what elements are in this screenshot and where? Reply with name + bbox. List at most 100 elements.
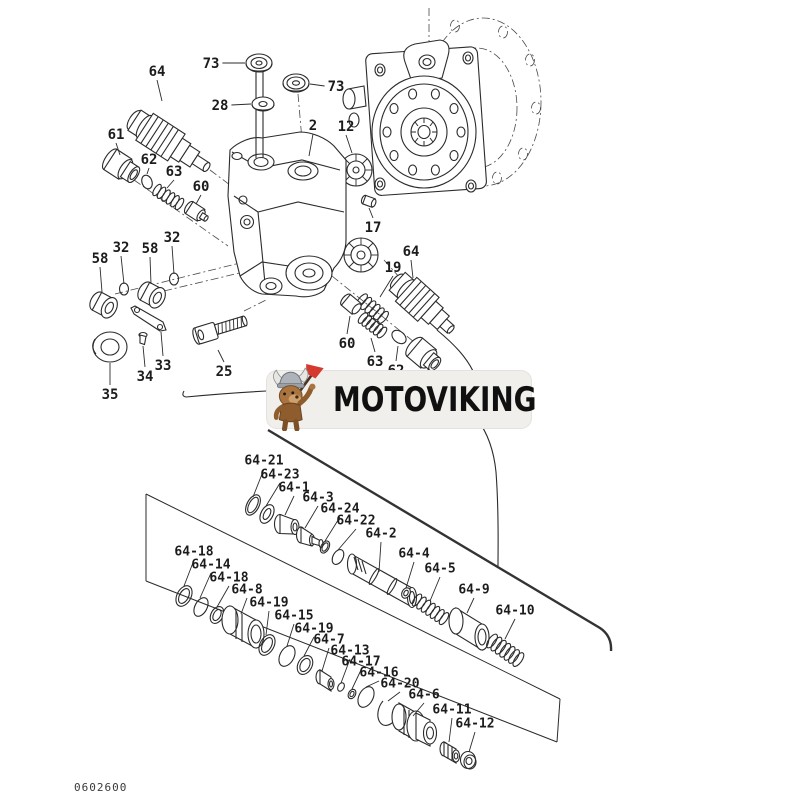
part-callout-label: 64-21 [244,454,283,469]
leader-line [120,255,125,285]
spool-64-2 [346,553,418,609]
leader-line [405,561,415,589]
poppet-60 [183,200,209,222]
detail-parts-upper-row [245,494,525,668]
spring-63 [152,183,185,211]
leader-line [309,83,325,87]
part-callout-label: 64-13 [330,644,369,659]
part-callout-label: 60 [193,179,210,195]
part-callout-label: 64-11 [432,703,471,718]
leader-line [252,468,265,498]
leader-line [115,142,121,156]
document-code: 0602600 [74,781,128,794]
part-callout-label: 64-3 [302,491,333,506]
bushing-64-11 [439,741,461,764]
coupling-64-6 [391,702,438,747]
part-callout-label: 64-4 [398,547,429,562]
leader-line [171,245,175,275]
spring-63b [357,312,388,339]
leader-line [149,256,152,285]
leader-line [504,618,516,640]
leader-line [324,516,341,542]
part-callout-label: 63 [367,354,384,370]
leader-line [240,597,248,615]
part-callout-label: 33 [155,358,172,374]
leader-line [466,597,475,614]
relief-valve-64 [126,109,211,173]
poppet-60b [340,293,362,315]
part-callout-label: 64-18 [209,571,248,586]
gear-12b [343,237,379,273]
leader-line [412,702,425,717]
piston-64-9 [448,607,490,651]
part-callout-label: 64-7 [313,633,344,648]
leader-line [378,541,382,573]
part-callout-label: 19 [385,260,402,276]
part-callout-label: 32 [113,240,130,256]
part-callout-label: 64-14 [191,558,230,573]
part-callout-label: 64-23 [260,468,299,483]
leader-line [286,623,295,647]
hex-plug-61 [101,148,141,184]
leader-line [265,482,281,507]
part-callout-label: 64-9 [458,583,489,598]
leader-line [142,345,146,368]
leader-line [265,610,270,636]
leader-line [99,266,103,293]
detail-parts-lower-row [175,585,477,770]
part-callout-label: 60 [339,336,356,352]
plug-73-right [282,73,310,93]
snap-ring-64-20 [377,700,395,726]
part-callout-label: 64-15 [274,609,313,624]
leader-line [216,585,230,608]
part-callout-label: 12 [338,119,355,135]
leader-line [448,717,453,743]
part-callout-label: 73 [328,79,345,95]
leader-line [321,647,330,672]
bolt-25 [192,315,248,345]
part-callout-label: 2 [309,118,317,134]
part-callout-label: 64-16 [359,666,398,681]
leader-line [365,680,380,688]
part-callout-label: 64-2 [365,527,396,542]
viking-bear-icon [273,364,324,431]
part-callout-label: 64-22 [336,514,375,529]
part-callout-label: 64-5 [424,562,455,577]
valve-block [227,131,347,298]
leader-line [303,636,315,657]
part-callout-label: 58 [92,251,109,267]
cap-73-left [245,53,275,158]
part-callout-label: 34 [137,369,154,385]
leader-line [308,133,314,157]
spring-19 [356,293,389,325]
part-callout-label: 64-6 [408,688,439,703]
hex-plug-58b [89,291,118,319]
part-callout-label: 25 [216,364,233,380]
part-callout-label: 35 [102,387,119,403]
part-callout-label: 64-8 [231,583,262,598]
part-callout-label: 64-12 [455,717,494,732]
leader-line [368,207,374,219]
leader-line [183,559,195,587]
hex-plug-right [405,336,442,372]
bolt-circle-holes [382,88,466,176]
part-callout-label: 73 [203,56,220,72]
part-callout-label: 62 [141,152,158,168]
part-callout-label: 64-10 [495,604,534,619]
part-callout-label: 64-17 [341,655,380,670]
part-callout-label: 28 [212,98,229,114]
part-callout-label: 61 [108,127,125,143]
screw-34 [138,331,148,346]
brand-name: MOTOVIKING [333,379,537,420]
leader-line [304,505,319,529]
ring-32b [118,282,130,296]
leader-line [217,349,225,363]
leader-line [345,134,353,154]
part-callout-label: 17 [365,220,382,236]
leader-line [370,337,376,353]
hex-plug-58a [137,281,166,309]
leader-line [284,495,295,516]
leader-line [351,669,362,690]
leader-line [166,179,175,189]
